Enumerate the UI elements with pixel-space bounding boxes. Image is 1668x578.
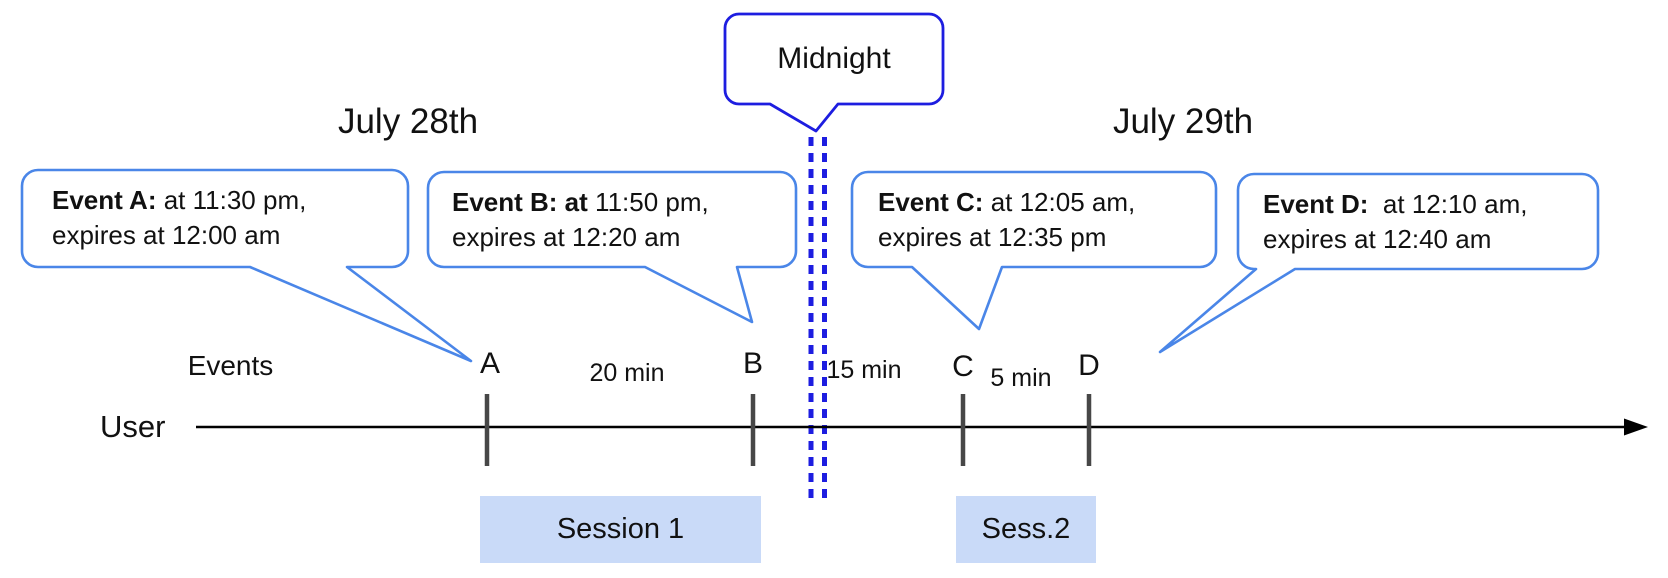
event-d-title: Event D:: [1263, 189, 1369, 219]
session-2-label: Sess.2: [981, 513, 1071, 545]
event-d-expiry: expires at 12:40 am: [1263, 224, 1492, 254]
timeline-arrowhead: [1624, 418, 1648, 436]
date-label-july-28: July 28th: [337, 102, 479, 141]
session-2-box: [956, 496, 1096, 563]
event-b-text: Event B: at 11:50 pm, expires at 12:20 a…: [452, 185, 709, 255]
event-b-time: 11:50 pm,: [587, 187, 709, 217]
event-d-time: at 12:10 am,: [1368, 189, 1528, 219]
event-c-title: Event C:: [878, 187, 984, 217]
event-a-time: at 11:30 pm,: [156, 185, 307, 215]
date-label-july-29: July 29th: [1112, 102, 1254, 141]
tick-label-c: C: [952, 350, 974, 383]
tick-label-a: A: [479, 347, 500, 380]
event-a-expiry: expires at 12:00 am: [52, 220, 281, 250]
tick-label-b: B: [742, 347, 763, 380]
event-d-callout-bubble: [1158, 172, 1600, 354]
tick-label-d: D: [1078, 349, 1100, 382]
event-b-title: Event B: at: [452, 187, 588, 217]
event-c-callout-bubble: [850, 170, 1218, 331]
event-a-text: Event A: at 11:30 pm, expires at 12:00 a…: [52, 183, 306, 253]
event-c-expiry: expires at 12:35 pm: [878, 222, 1107, 252]
event-c-time: at 12:05 am,: [983, 187, 1136, 217]
events-row-label: Events: [187, 350, 274, 381]
gap-label-20min: 20 min: [589, 359, 665, 387]
event-a-callout-bubble: [20, 168, 473, 363]
midnight-label: Midnight: [777, 42, 891, 75]
event-a-title: Event A:: [52, 185, 157, 215]
session-1-box: [480, 496, 761, 563]
event-b-expiry: expires at 12:20 am: [452, 222, 681, 252]
session-1-label: Session 1: [556, 513, 685, 545]
event-d-text: Event D: at 12:10 am, expires at 12:40 a…: [1263, 187, 1527, 257]
midnight-callout-bubble: [723, 12, 945, 133]
gap-label-15min: 15 min: [826, 356, 902, 384]
gap-label-5min: 5 min: [990, 364, 1052, 392]
event-c-text: Event C: at 12:05 am, expires at 12:35 p…: [878, 185, 1135, 255]
user-axis-label: User: [100, 409, 166, 444]
event-b-callout-bubble: [426, 170, 798, 324]
